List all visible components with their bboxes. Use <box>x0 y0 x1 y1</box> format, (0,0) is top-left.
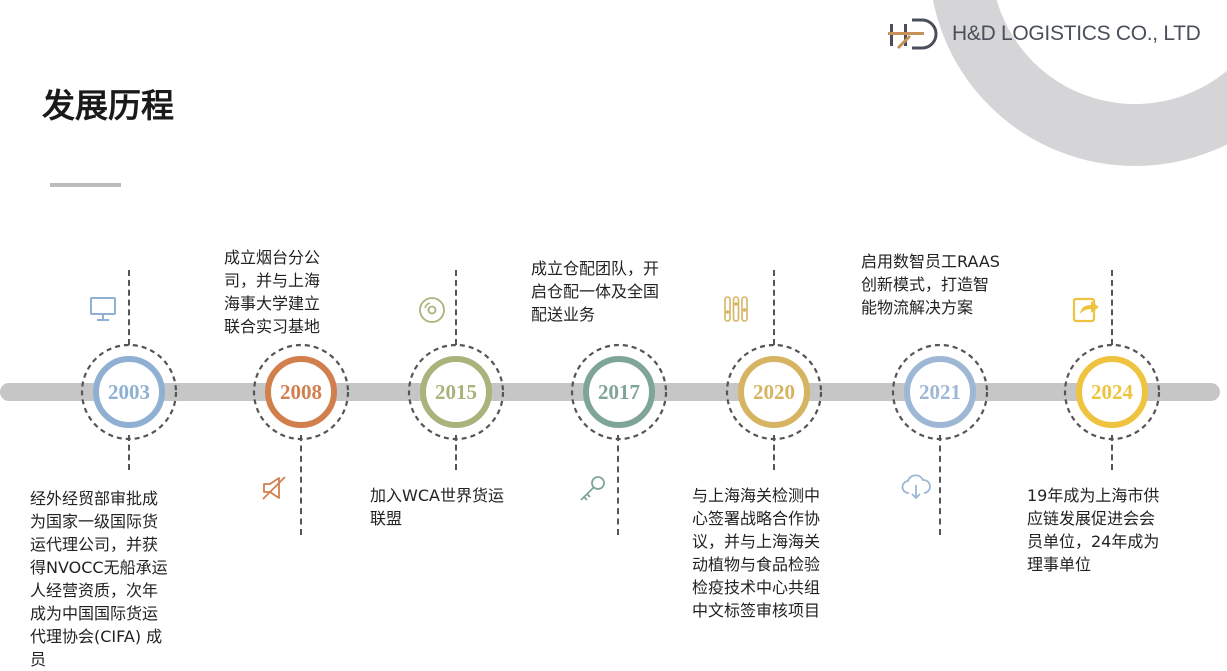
event-description: 启用数智员工RAAS 创新模式，打造智 能物流解决方案 <box>861 252 1000 317</box>
event-description: 与上海海关检测中 心签署战略合作协 议，并与上海海关 动植物与食品检验 检疫技术… <box>692 486 821 620</box>
year-node-2017: 2017 <box>583 356 655 428</box>
dashed-ring <box>80 343 178 441</box>
monitor-icon <box>90 297 116 321</box>
title-underline <box>50 183 121 187</box>
event-description: 19年成为上海市供 应链发展促进会会 员单位，24年成为 理事单位 <box>1027 486 1160 574</box>
sliders-icon <box>724 296 748 322</box>
year-node-2021: 2021 <box>904 356 976 428</box>
event-description: 加入WCA世界货运 联盟 <box>370 486 504 528</box>
company-logo: H&D LOGISTICS CO., LTD <box>888 14 1201 54</box>
year-node-2020: 2020 <box>738 356 810 428</box>
dashed-ring <box>1063 343 1161 441</box>
connector-line <box>455 435 457 470</box>
year-node-2008: 2008 <box>265 356 337 428</box>
year-node-2024: 2024 <box>1076 356 1148 428</box>
connector-line <box>128 435 130 470</box>
event-description: 经外经贸部审批成 为国家一级国际货 运代理公司，并获 得NVOCC无船承运 人经… <box>30 489 168 669</box>
year-label: 2024 <box>1091 379 1133 404</box>
connector-line <box>455 270 457 345</box>
year-node-2003: 2003 <box>93 356 165 428</box>
connector-line <box>773 435 775 470</box>
connector-line <box>939 435 941 535</box>
dashed-ring <box>570 343 668 441</box>
year-node-2015: 2015 <box>420 356 492 428</box>
hd-logo-icon <box>888 18 938 50</box>
company-name: H&D LOGISTICS CO., LTD <box>952 22 1201 45</box>
connector-line <box>300 435 302 535</box>
dashed-ring <box>891 343 989 441</box>
event-description: 成立仓配团队，开 启仓配一体及全国 配送业务 <box>531 259 660 324</box>
year-label: 2020 <box>753 379 795 404</box>
dashed-ring <box>725 343 823 441</box>
dashed-ring <box>407 343 505 441</box>
year-label: 2008 <box>280 379 322 404</box>
connector-line <box>128 270 130 345</box>
page-title: 发展历程 <box>42 86 174 125</box>
connector-line <box>617 435 619 535</box>
megaphone-icon <box>262 476 286 500</box>
connector-line <box>773 270 775 345</box>
year-label: 2017 <box>598 379 640 404</box>
key-icon <box>580 476 605 501</box>
year-label: 2003 <box>108 379 150 404</box>
year-label: 2015 <box>435 379 477 404</box>
cloud-download-icon <box>901 474 931 500</box>
share-icon <box>1072 297 1099 323</box>
year-label: 2021 <box>919 379 961 404</box>
disc-icon <box>419 297 445 323</box>
event-description: 成立烟台分公 司，并与上海 海事大学建立 联合实习基地 <box>224 248 321 336</box>
connector-line <box>1111 435 1113 470</box>
dashed-ring <box>252 343 350 441</box>
connector-line <box>1111 270 1113 345</box>
